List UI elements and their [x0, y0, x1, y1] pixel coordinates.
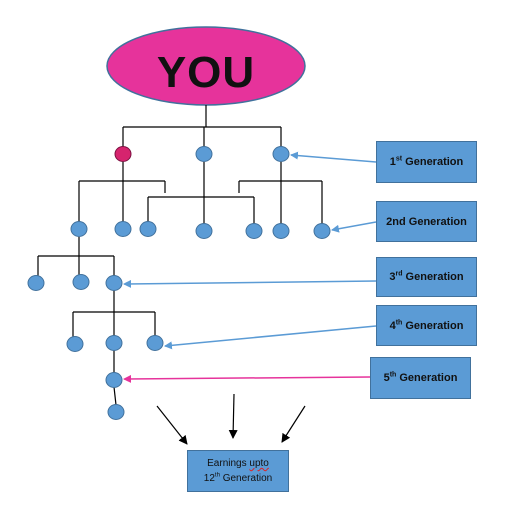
- arrow-gen5: [123, 374, 371, 383]
- node-gen2: [139, 221, 157, 237]
- arrow-gen2: [331, 221, 377, 233]
- gen4-label: 4th Generation: [389, 318, 464, 332]
- node-gen2: [313, 223, 331, 239]
- node-gen2: [272, 223, 290, 239]
- gen4-box: 4th Generation: [376, 305, 477, 346]
- gen5-label: 5th Generation: [383, 371, 458, 384]
- gen3-box: 3rd Generation: [376, 257, 477, 297]
- node-gen2: [114, 221, 132, 237]
- gen5-box: 5th Generation: [370, 357, 471, 399]
- earnings-line-1: Earnings upto: [207, 458, 269, 469]
- arrow-gen3: [123, 279, 377, 288]
- node-gen3: [105, 275, 123, 291]
- node-gen6: [107, 404, 125, 420]
- tree-nodes: [27, 146, 331, 420]
- gen3-label: 3rd Generation: [389, 270, 464, 283]
- node-gen4: [146, 335, 164, 351]
- node-gen1: [195, 146, 213, 162]
- node-gen2: [195, 223, 213, 239]
- node-gen2: [70, 221, 88, 237]
- gen1-label: 1st Generation: [389, 155, 464, 168]
- node-gen3: [27, 275, 45, 291]
- earnings-line-2: 12th Generation: [203, 472, 273, 484]
- node-gen3: [72, 274, 90, 290]
- gen2-box: 2nd Generation: [376, 201, 477, 242]
- generation-arrows: [123, 151, 377, 383]
- gen2-label: 2nd Generation: [386, 215, 467, 228]
- arrow-gen1: [290, 151, 377, 163]
- you-label: YOU: [156, 48, 256, 97]
- arrow-gen4: [164, 325, 377, 350]
- node-gen5: [105, 372, 123, 388]
- earnings-arrows: [156, 393, 306, 445]
- node-gen1-highlight: [114, 146, 132, 162]
- tree-connectors: [37, 105, 323, 406]
- node-gen4: [105, 335, 123, 351]
- node-gen4: [66, 336, 84, 352]
- earnings-box: Earnings upto 12th Generation: [187, 450, 289, 492]
- gen1-box: 1st Generation: [376, 141, 477, 183]
- node-gen1: [272, 146, 290, 162]
- node-gen2: [245, 223, 263, 239]
